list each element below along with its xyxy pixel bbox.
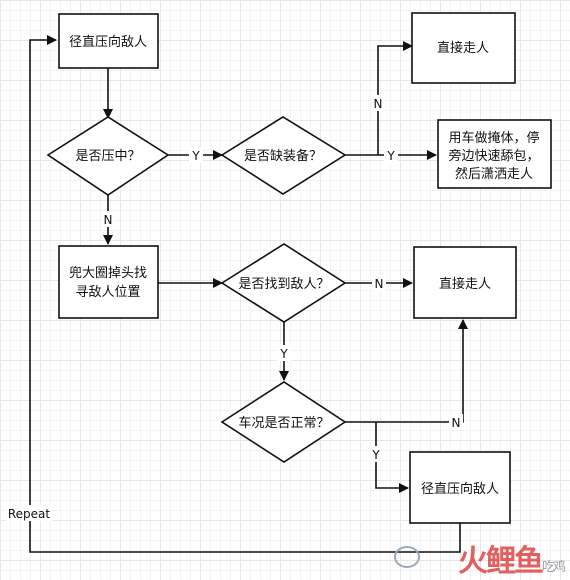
label-car-no: N: [452, 416, 461, 430]
edge-repeat-loop: [29, 35, 461, 553]
text-car-question: 车况是否正常？: [238, 415, 329, 431]
node-leave2-box: [413, 246, 517, 319]
label-gear-yes: Y: [386, 149, 395, 163]
text-start: 径直压向敌人: [69, 34, 147, 50]
node-leave1-box: [411, 12, 516, 84]
watermark-logo: 火鲤鱼吃鸡: [457, 536, 566, 580]
node-press2-box: [409, 451, 511, 524]
node-gear-diamond: [220, 116, 347, 195]
label-press-yes: Y: [191, 149, 200, 163]
edge-gear-no: [377, 41, 413, 155]
node-press-diamond: [46, 116, 170, 196]
edge-labels: Y N Y N N Y N Y Repeat: [6, 95, 463, 521]
text-press-question: 是否压中？: [75, 149, 140, 164]
watermark-caption: 吃鸡: [541, 560, 566, 575]
node-detour-box: [58, 245, 159, 319]
edge-car-no: [345, 319, 468, 423]
watermark-text: 火鲤鱼: [457, 544, 544, 579]
text-detour-line2: 寻敌人位置: [75, 285, 140, 300]
watermark-icon: [394, 546, 420, 568]
text-leave1: 直接走人: [437, 40, 489, 56]
text-press2: 径直压向敌人: [421, 481, 499, 497]
edge-car-yes: [375, 422, 409, 493]
label-repeat: Repeat: [8, 507, 51, 521]
label-press-no: N: [104, 213, 113, 227]
node-found-diamond: [220, 243, 347, 323]
text-gear-question: 是否缺装备？: [244, 148, 322, 164]
text-cover-line3: 然后潇洒走人: [455, 166, 533, 182]
text-detour-line1: 兜大圈掉头找: [69, 266, 147, 281]
label-gear-no: N: [374, 97, 383, 111]
label-found-no: N: [375, 277, 384, 291]
node-texts: 径直压向敌人 是否压中？ 是否缺装备？ 直接走人 用车做掩体，停 旁边快速舔包，…: [69, 34, 540, 497]
node-cover-box: [437, 119, 552, 189]
shapes: [46, 12, 552, 524]
label-car-yes: Y: [371, 448, 380, 462]
text-cover-line1: 用车做掩体，停: [448, 130, 539, 146]
label-found-yes: Y: [279, 347, 288, 361]
node-start-box: [58, 13, 159, 69]
text-cover-line2: 旁边快速舔包，: [448, 148, 539, 164]
node-car-diamond: [220, 381, 347, 463]
text-found-question: 是否找到敌人？: [238, 277, 329, 292]
text-leave2: 直接走人: [439, 276, 491, 292]
